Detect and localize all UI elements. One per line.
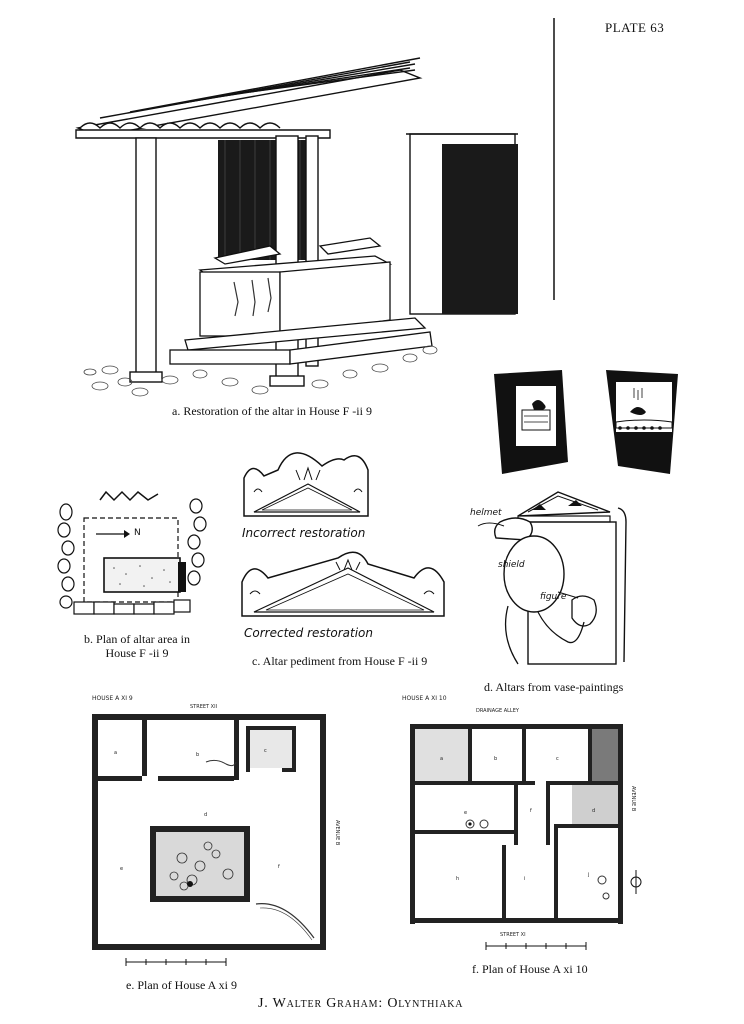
figure-c-pediment-corrected (241, 551, 445, 617)
figure-f-room-b: b (494, 756, 497, 762)
figure-e-room-d: d (204, 812, 207, 818)
figure-c-label-incorrect: Incorrect restoration (242, 526, 366, 540)
figure-f-title: HOUSE A XI 10 (402, 695, 447, 702)
figure-b-caption-line2: House F -ii 9 (105, 646, 169, 660)
figure-d-label-helmet: helmet (470, 508, 502, 518)
figure-f-room-i: i (524, 876, 525, 882)
figure-a-caption: a. Restoration of the altar in House F -… (172, 404, 372, 418)
figure-e-room-e: e (120, 866, 123, 872)
figure-f-street-label: STREET XI (500, 932, 526, 938)
figure-f-room-a: a (440, 756, 443, 762)
figure-d-caption: d. Altars from vase-paintings (484, 680, 624, 694)
figure-f-plan: HOUSE A XI 10 DRAINAGE ALLEY a b c d e f… (402, 695, 642, 950)
figure-f-room-h: h (456, 876, 459, 882)
figure-e-caption: e. Plan of House A xi 9 (126, 978, 237, 992)
figure-e-room-c: c (264, 748, 267, 754)
figure-f-room-d: d (592, 808, 595, 814)
figure-e-avenue-label: AVENUE B (334, 820, 340, 846)
figure-f-room-e: e (464, 810, 467, 816)
figure-d-vase-fragments (494, 370, 678, 474)
figure-b-plan (57, 490, 207, 615)
figure-b-caption-line1: b. Plan of altar area in (84, 632, 190, 646)
figure-e-plan: HOUSE A XI 9 STREET XII a b c d e f AVEN… (92, 695, 340, 966)
figure-f-alley-label: DRAINAGE ALLEY (476, 708, 520, 714)
figure-c-caption: c. Altar pediment from House F -ii 9 (252, 654, 428, 668)
figure-e-room-b: b (196, 752, 199, 758)
figure-d-label-shield: shield (498, 560, 525, 570)
figure-e-title: HOUSE A XI 9 (92, 695, 133, 702)
figure-d-label-figure: figure (540, 592, 567, 602)
figure-f-room-c: c (556, 756, 559, 762)
footer-credit: J. Walter Graham: Olynthiaka (258, 996, 464, 1011)
figure-e-room-a: a (114, 750, 117, 756)
figure-d-altar-sketch (477, 491, 627, 665)
figure-c-pediment-incorrect (243, 452, 369, 517)
figure-e-inner-label: f (278, 864, 280, 870)
figure-a-drawing (75, 57, 518, 397)
plate-label: PLATE 63 (605, 20, 665, 35)
figure-f-avenue-label: AVENUE B (630, 786, 636, 812)
figure-e-street-label: STREET XII (190, 704, 217, 710)
figure-f-room-f: f (530, 808, 532, 814)
figure-f-caption: f. Plan of House A xi 10 (472, 962, 588, 976)
figure-f-room-j: j (587, 872, 589, 878)
figure-b-north-label: N (134, 528, 141, 538)
figure-c-label-corrected: Corrected restoration (244, 626, 373, 640)
